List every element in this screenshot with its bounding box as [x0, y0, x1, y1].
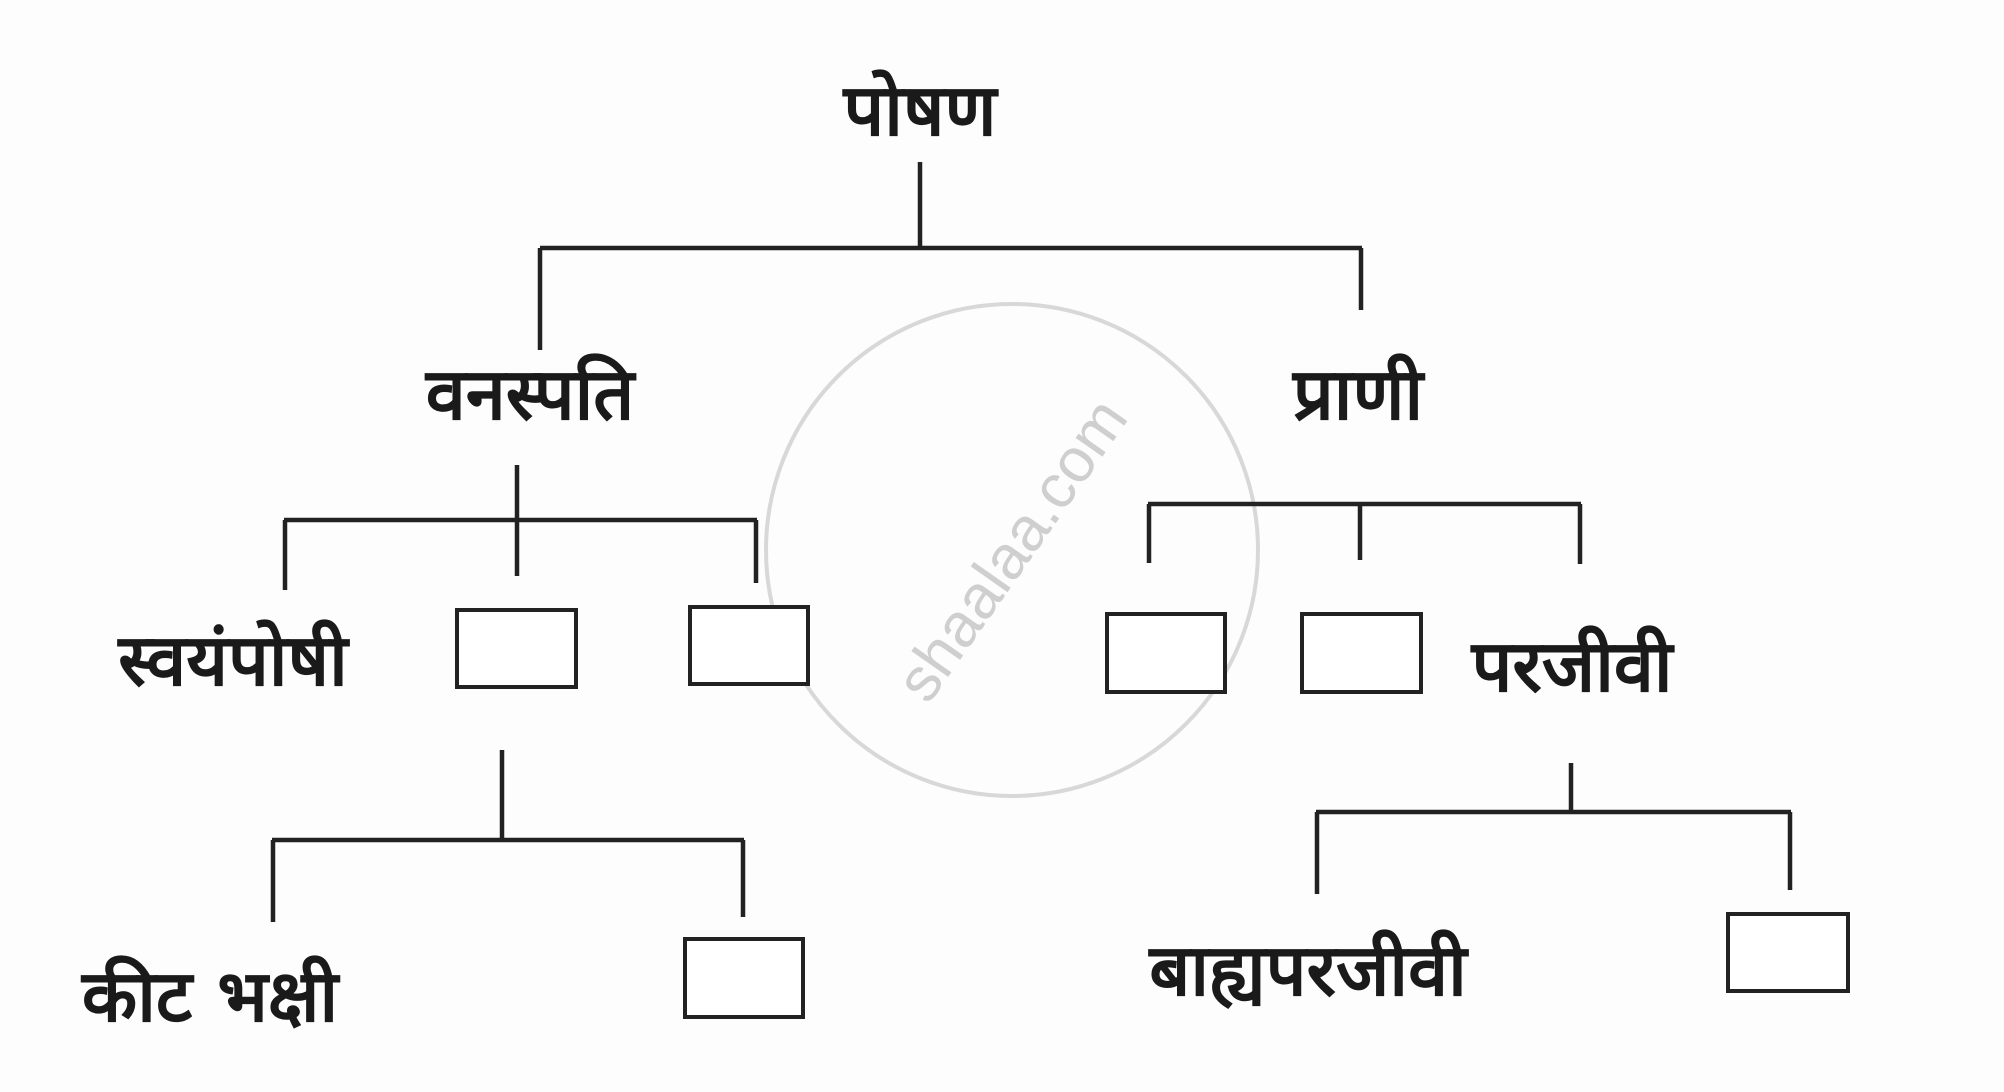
animals-label: प्राणी [1292, 352, 1424, 436]
insectivore-label: कीट भक्षी [81, 954, 339, 1038]
blank-box-animals-second [1300, 612, 1423, 694]
autotroph-label: स्वयंपोषी [118, 618, 348, 702]
blank-box-heterotroph [455, 608, 578, 689]
blank-box-heterotroph-second [683, 937, 805, 1019]
parasite-label: परजीवी [1471, 624, 1673, 708]
ectoparasite-label: बाह्यपरजीवी [1149, 928, 1467, 1012]
blank-box-plants-third [688, 605, 810, 686]
root-label: पोषण [843, 68, 997, 152]
blank-box-animals-first [1105, 612, 1227, 694]
plants-label: वनस्पति [425, 352, 635, 436]
watermark-circle [764, 302, 1260, 798]
blank-box-parasite-second [1726, 912, 1850, 993]
